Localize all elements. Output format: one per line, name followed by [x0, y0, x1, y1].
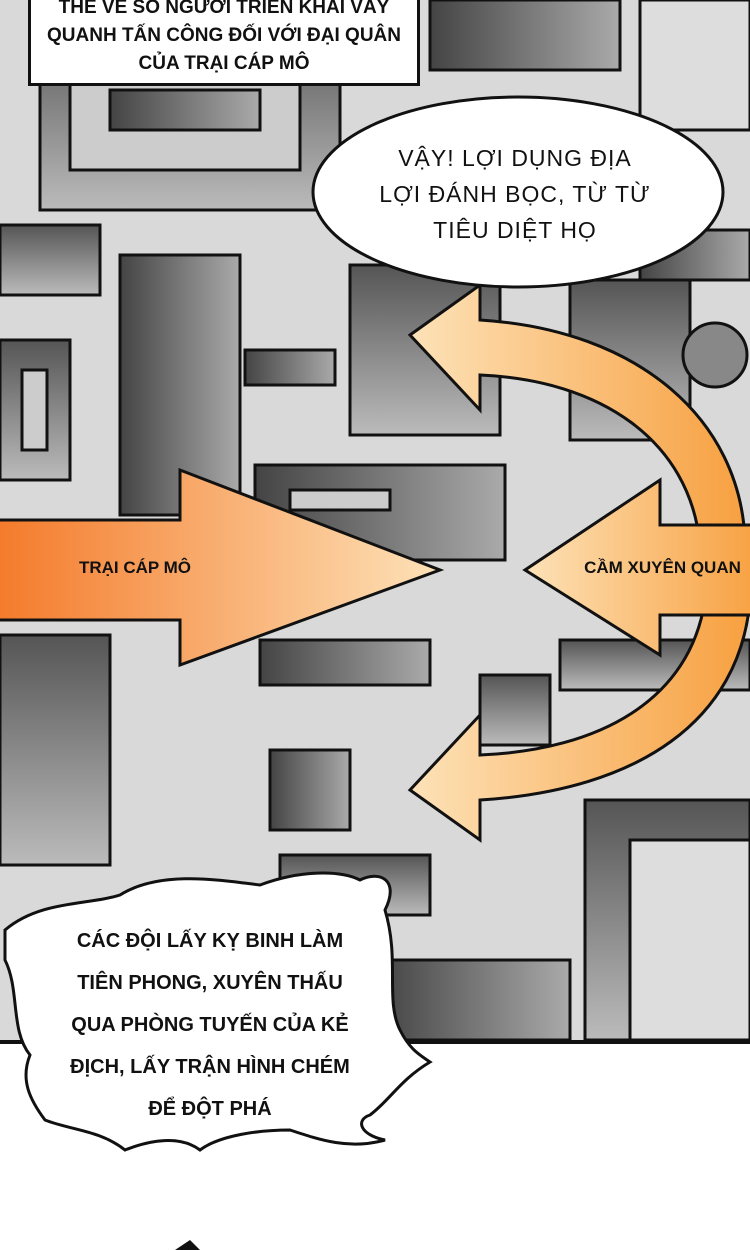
caption-box: THẾ VỀ SỐ NGƯỜI TRIỂN KHAI VÂY QUANH TẤN… [28, 0, 420, 86]
speech-line: TIÊN PHONG, XUYÊN THẤU [77, 972, 343, 994]
speech-line: QUA PHÒNG TUYẾN CỦA KẺ [71, 1014, 349, 1036]
right-arrow [522, 477, 750, 658]
speech-line: VẬY! LỢI DỤNG ĐỊA [398, 145, 632, 171]
map-background [0, 0, 750, 1040]
speech-bubble-bottom: CÁC ĐỘI LẤY KỴ BINH LÀM TIÊN PHONG, XUYÊ… [30, 920, 390, 1130]
right-arrow-label: CẦM XUYÊN QUAN [584, 558, 741, 577]
speech-line: CÁC ĐỘI LẤY KỴ BINH LÀM [76, 930, 344, 952]
speech-line: TIÊU DIỆT HỌ [433, 217, 597, 243]
left-arrow [0, 467, 445, 668]
caption-line: CỦA TRẠI CÁP MÔ [138, 53, 310, 74]
map-panel: THẾ VỀ SỐ NGƯỜI TRIỂN KHAI VÂY QUANH TẤN… [0, 0, 750, 1044]
speech-line: LỢI ĐÁNH BỌC, TỪ TỪ [379, 181, 651, 207]
caption-line: THẾ VỀ SỐ NGƯỜI TRIỂN KHAI VÂY [58, 0, 390, 18]
left-arrow-label: TRẠI CÁP MÔ [78, 558, 192, 577]
speech-bubble-top: VẬY! LỢI DỤNG ĐỊA LỢI ĐÁNH BỌC, TỪ TỪ TI… [320, 140, 710, 248]
speech-line: ĐỂ ĐỘT PHÁ [148, 1098, 272, 1120]
speech-line: ĐỊCH, LẤY TRẬN HÌNH CHÉM [70, 1056, 350, 1078]
caption-line: QUANH TẤN CÔNG ĐỐI VỚI ĐẠI QUÂN [47, 25, 401, 46]
speech-bubble-top-shape [311, 95, 725, 289]
